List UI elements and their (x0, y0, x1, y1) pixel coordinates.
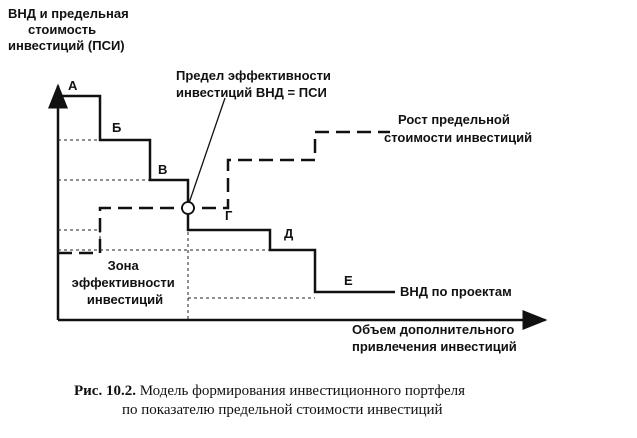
figure-caption-line1: Рис. 10.2. Модель формирования инвестици… (74, 383, 465, 399)
step-label-b: Б (112, 120, 121, 135)
step-label-g: Г (225, 208, 233, 223)
intersection-point (181, 201, 195, 215)
figure-caption-text: Модель формирования инвестиционного порт… (136, 383, 465, 399)
step-label-a: А (68, 78, 78, 93)
figure-number: Рис. 10.2. (74, 383, 136, 399)
y-axis-title: ВНД и предельная стоимость инвестиций (П… (8, 6, 132, 53)
zone-label: Зона эффективности инвестиций (72, 258, 179, 307)
limit-label: Предел эффективности инвестиций ВНД = ПС… (176, 68, 335, 100)
step-label-v: В (158, 162, 167, 177)
limit-pointer-line (187, 97, 226, 207)
irr-line-label: ВНД по проектам (400, 284, 512, 299)
step-label-e: Е (344, 273, 353, 288)
mcc-line-label: Рост предельной стоимости инвестиций (384, 112, 532, 145)
x-axis-title: Объем дополнительного привлечения инвест… (352, 322, 518, 354)
mcc-step-line (58, 130, 390, 255)
figure-caption-line2: по показателю предельной стоимости инвес… (122, 402, 443, 418)
step-label-d: Д (284, 226, 294, 241)
